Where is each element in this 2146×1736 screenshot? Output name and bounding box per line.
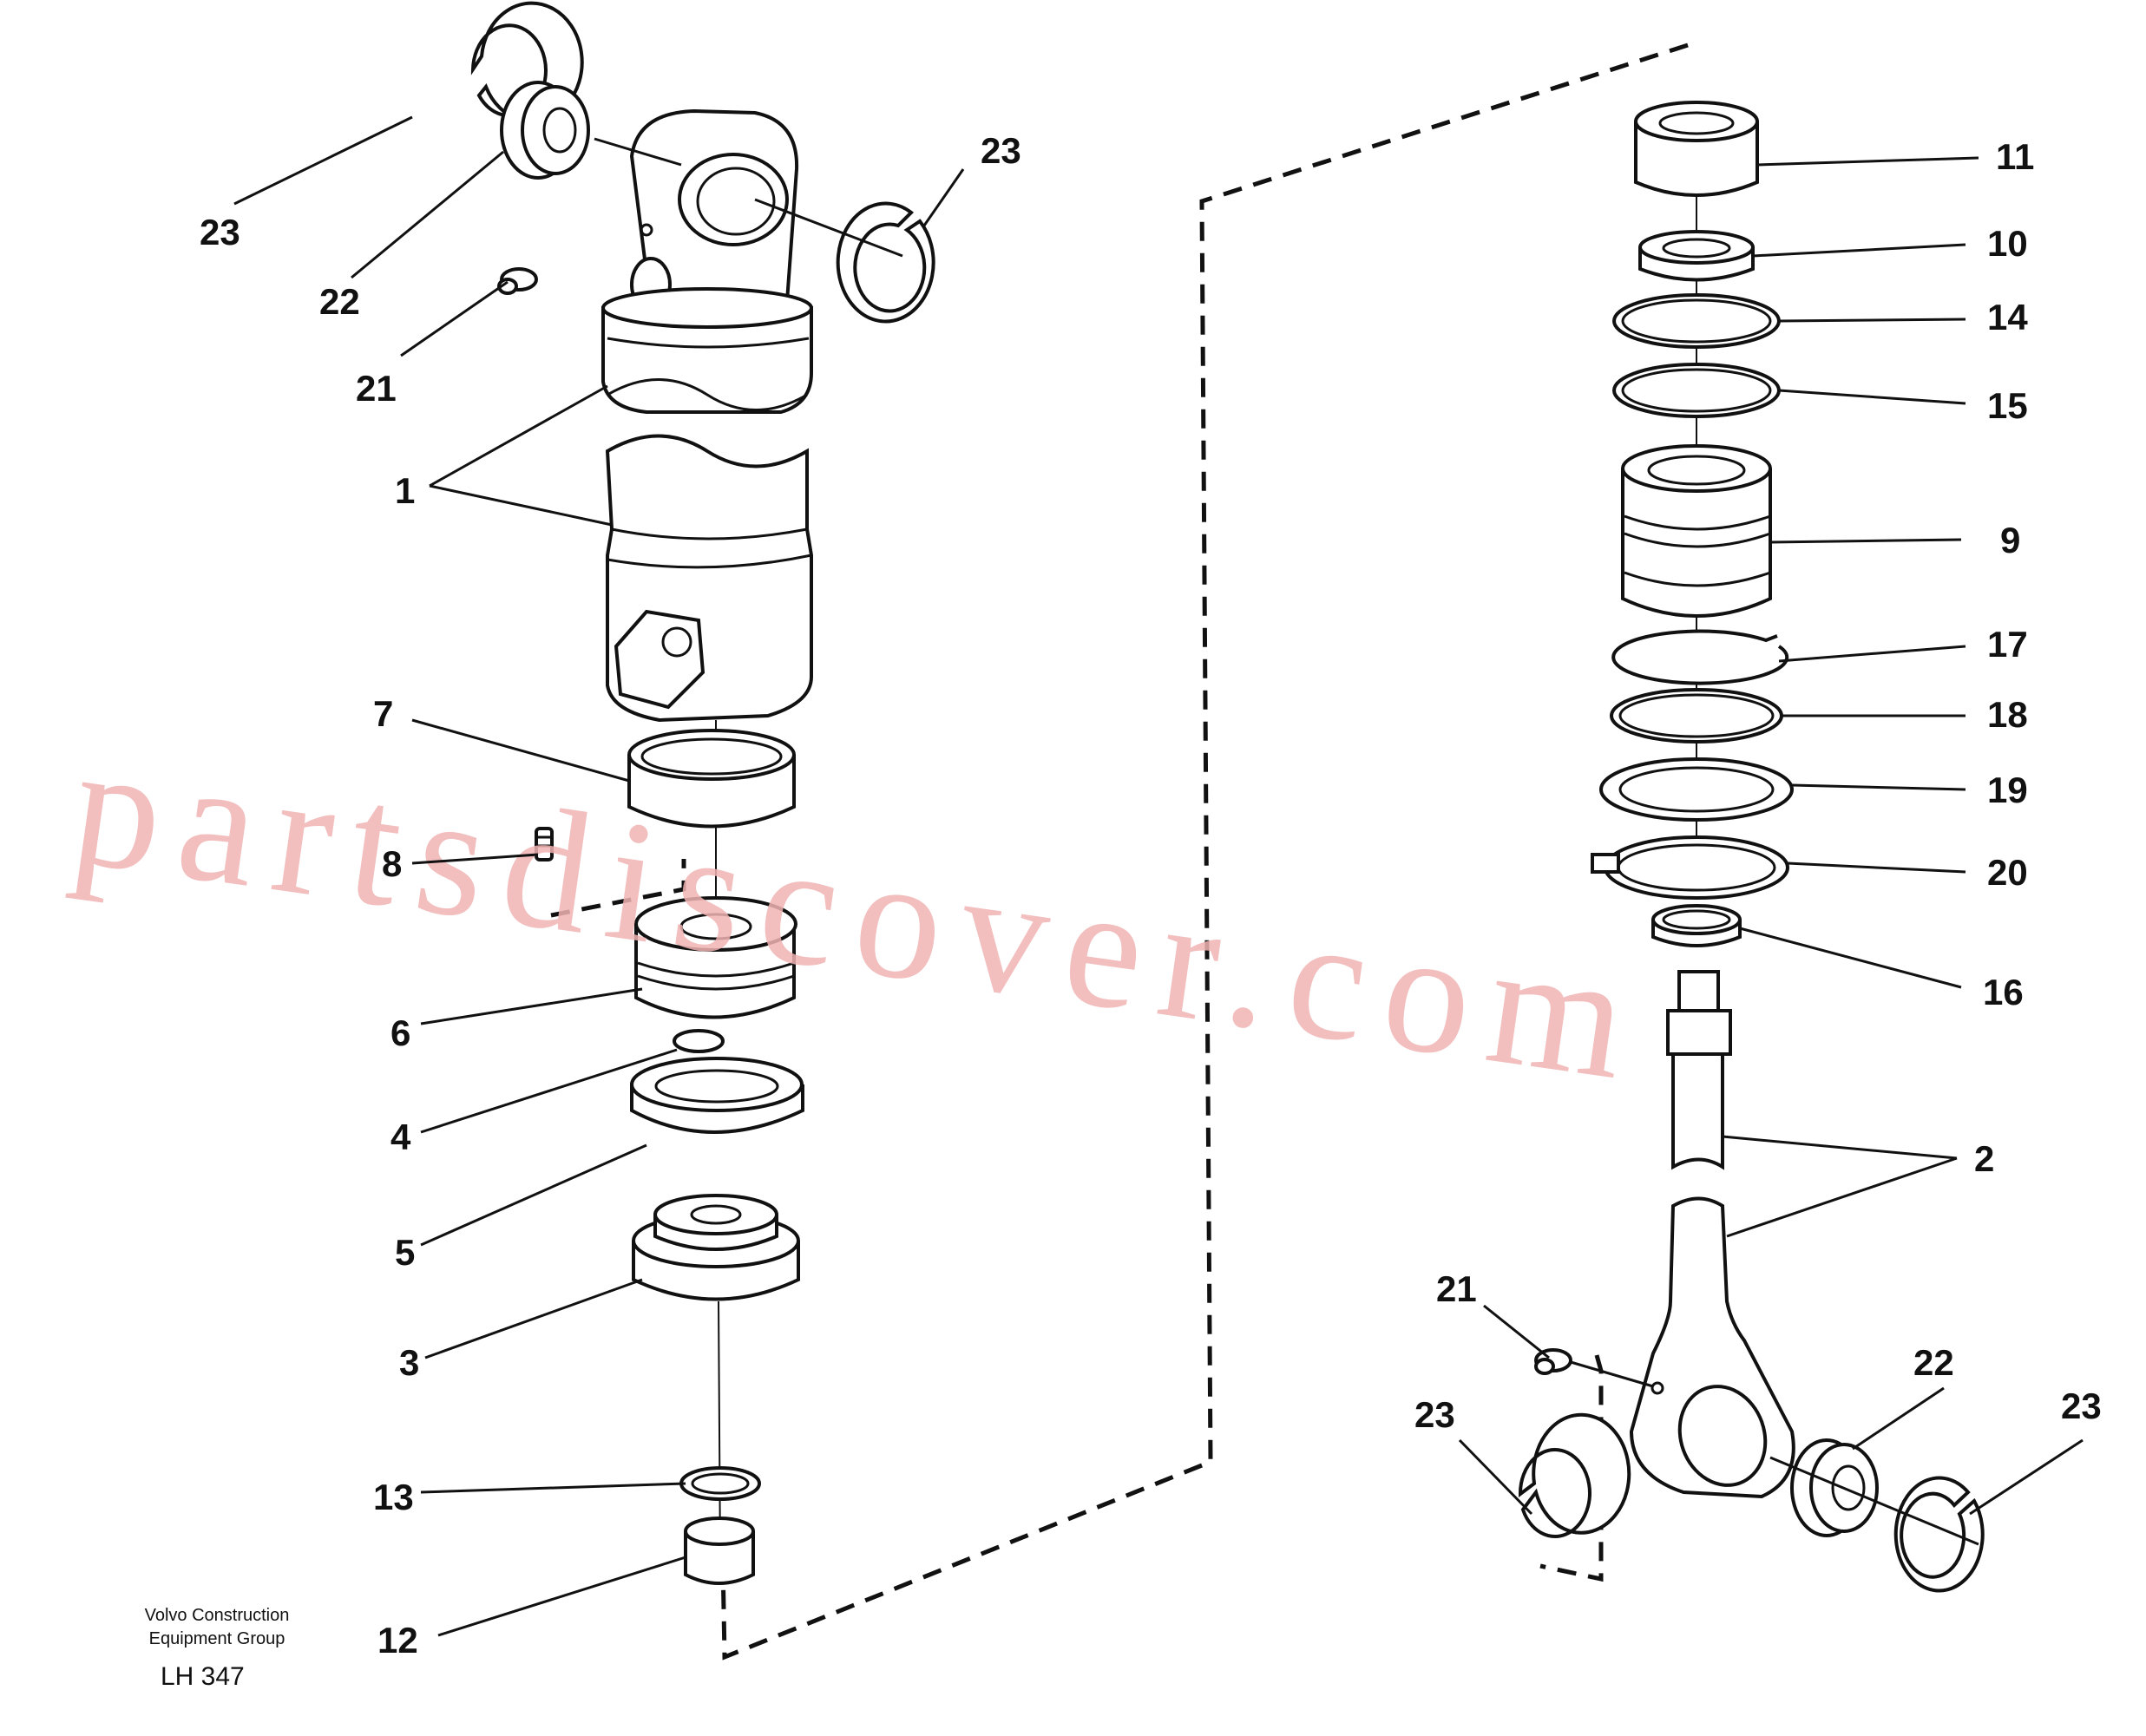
label-18: 18 [1987, 694, 2028, 735]
part-9-cylinder-head [1621, 444, 1772, 618]
part-23-circlip-top-right [836, 201, 935, 324]
label-7: 7 [373, 693, 393, 734]
label-22-right: 22 [1913, 1342, 1954, 1383]
label-3: 3 [399, 1342, 419, 1383]
watermark: partsdiscover.com [62, 709, 1657, 1119]
label-6: 6 [390, 1012, 410, 1053]
label-21-right: 21 [1436, 1268, 1477, 1309]
part-5-seal-ring [630, 1057, 804, 1134]
part-7-guide-ring [627, 729, 796, 829]
label-9: 9 [2000, 520, 2020, 560]
part-21-grease-nipple-top-left [497, 267, 538, 295]
label-12: 12 [377, 1620, 418, 1661]
part-12-sleeve [684, 1517, 755, 1585]
label-5: 5 [395, 1232, 415, 1273]
part-23-circlip-bottom-left [1518, 1412, 1631, 1538]
part-22-bearing-right [1790, 1438, 1879, 1537]
label-17: 17 [1987, 624, 2028, 665]
label-23-bottom-right: 23 [2061, 1386, 2102, 1426]
part-22-bearing-top-left [500, 81, 590, 180]
assembly-line [1769, 1456, 1979, 1546]
assembly-line [754, 198, 903, 258]
diagram-code: LH 347 [161, 1662, 245, 1691]
part-20-lock-ring [1591, 835, 1789, 900]
label-4: 4 [390, 1117, 411, 1157]
label-23-bottom-left: 23 [1414, 1394, 1455, 1435]
part-16-bushing [1651, 904, 1742, 947]
part-labels: 23 22 21 23 1 7 8 6 4 5 3 13 12 11 10 14… [200, 130, 2102, 1661]
part-18-ring [1610, 688, 1783, 744]
label-8: 8 [382, 843, 402, 884]
label-1: 1 [395, 470, 415, 511]
part-14-ring [1612, 293, 1781, 349]
label-15: 15 [1987, 385, 2028, 426]
assembly-line [1570, 1360, 1654, 1388]
label-10: 10 [1987, 223, 2028, 264]
label-21-top-left: 21 [356, 368, 397, 409]
label-11: 11 [1996, 136, 2034, 177]
label-2: 2 [1974, 1138, 1994, 1179]
label-22-top-left: 22 [319, 281, 360, 322]
part-6-piston [634, 896, 797, 1019]
part-2-piston-rod [1629, 970, 1795, 1499]
part-13-washer [679, 1466, 761, 1501]
part-17-snap-ring [1611, 629, 1789, 685]
leader-lines [233, 115, 2084, 1637]
part-3-bushing [632, 1194, 800, 1301]
label-23-top-left: 23 [200, 212, 240, 252]
part-19-ring [1599, 757, 1794, 822]
cylinder-tube [601, 108, 813, 1562]
part-21-grease-nipple-right [1534, 1348, 1572, 1375]
caption-line-2: Equipment Group [149, 1629, 285, 1648]
part-4-o-ring [673, 1029, 725, 1053]
part-15-ring [1612, 363, 1781, 418]
label-19: 19 [1987, 770, 2028, 810]
part-23-circlip-bottom-right [1893, 1476, 1985, 1593]
label-16: 16 [1983, 972, 2024, 1012]
dashed-connector [720, 43, 1689, 1661]
label-13: 13 [373, 1477, 414, 1517]
part-10-ring [1638, 230, 1755, 282]
caption-line-1: Volvo Construction [145, 1606, 290, 1625]
assembly-line [594, 137, 682, 167]
label-23-top-middle: 23 [981, 130, 1021, 171]
dashed-connector-eye [1539, 1354, 1604, 1582]
label-14: 14 [1987, 297, 2028, 337]
label-20: 20 [1987, 852, 2028, 893]
part-11-cap [1634, 101, 1759, 197]
part-8-set-screw [535, 827, 554, 861]
dashed-connector-small [550, 859, 686, 918]
